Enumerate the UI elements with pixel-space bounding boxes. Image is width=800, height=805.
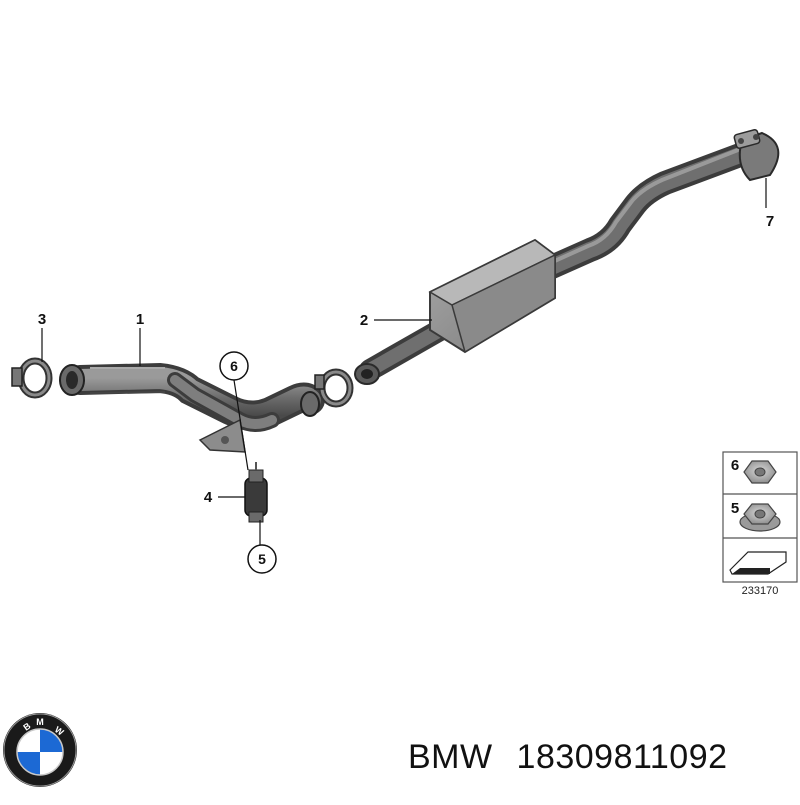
leader-lines [41, 178, 767, 546]
callout-6-circle [219, 351, 249, 381]
callout-1: 1 [136, 311, 144, 328]
callout-6: 6 [230, 358, 238, 374]
front-pipe-catalyst [59, 362, 325, 453]
rubber-mount [244, 462, 268, 523]
svg-text:B: B [21, 720, 32, 732]
callout-5: 5 [258, 551, 266, 567]
rear-pipe [533, 143, 752, 282]
direction-arrow-icon [729, 551, 787, 575]
brand-name: BMW [408, 738, 493, 776]
middle-clamp [314, 368, 354, 408]
callout-7: 7 [766, 213, 774, 230]
bmw-logo: B M W [3, 713, 77, 787]
callout-2: 2 [360, 312, 368, 329]
legend-item-6-label: 6 [731, 457, 739, 474]
callout-4: 4 [204, 489, 213, 506]
legend-item-5-label: 5 [731, 500, 739, 517]
part-number: 18309811092 [516, 738, 728, 776]
middle-muffler [428, 238, 557, 354]
front-clamp [11, 357, 53, 399]
flange-nut-icon [743, 460, 777, 484]
callout-5-circle [247, 544, 277, 574]
part-number-caption: BMW 18309811092 [408, 738, 728, 777]
mounting-bracket [198, 418, 246, 453]
svg-text:M: M [36, 717, 44, 727]
middle-pipe [354, 319, 451, 385]
hardware-legend: 6 5 233170 [722, 451, 798, 597]
diagram-id: 233170 [742, 585, 779, 597]
callout-3: 3 [38, 311, 46, 328]
rear-clamp [733, 129, 780, 182]
flange-nut-icon [739, 503, 781, 532]
callouts: 3 1 2 7 4 6 5 [38, 213, 774, 574]
